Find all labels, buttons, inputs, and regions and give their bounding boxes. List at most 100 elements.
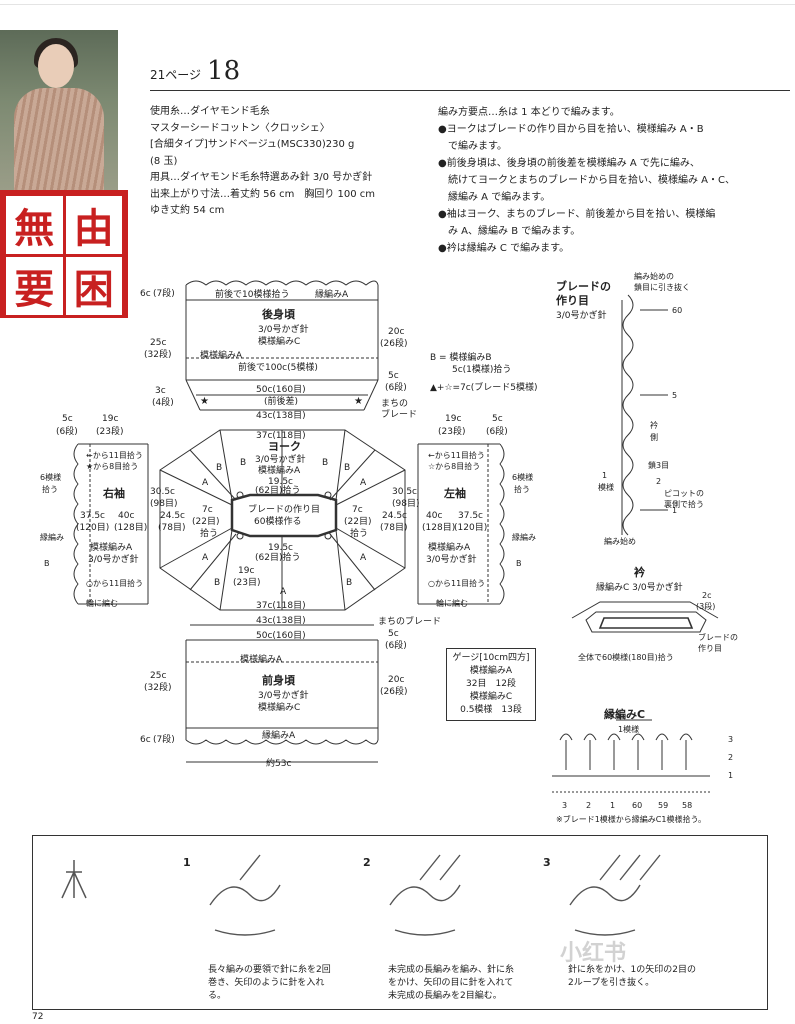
step-text: 針に糸をかけ、1の矢印の2目の2ループを引き抜く。 bbox=[568, 965, 697, 988]
step-text: 長々編みの要領で針に糸を2回巻き、矢印のように針を入れる。 bbox=[208, 965, 331, 1001]
ls-hook: 3/0号かぎ針 bbox=[426, 553, 477, 565]
yoke-letter: A bbox=[202, 478, 209, 488]
braid-title: ブレードの bbox=[556, 279, 611, 293]
yoke-letter: A bbox=[202, 553, 209, 563]
rs-pick: ←から11目拾う bbox=[86, 450, 143, 460]
ls-dim: (98目) bbox=[392, 498, 419, 509]
collar-piece bbox=[571, 601, 719, 633]
back-dim: 3c bbox=[155, 386, 166, 396]
rs-dim: (128目) bbox=[114, 522, 147, 533]
page-ref: 21ページ bbox=[150, 68, 202, 82]
step-text: 未完成の長編みを編み、針に糸をかけ、矢印の目に針を入れて未完成の長編みを2目編む… bbox=[388, 965, 515, 1001]
ls-dim: 5c bbox=[492, 414, 503, 424]
back-dim: 43c(138目) bbox=[256, 410, 306, 421]
edge-c-num: 60 bbox=[632, 801, 642, 810]
rs-title: 右袖 bbox=[102, 486, 125, 500]
front-mod-a: 模様編みA bbox=[240, 653, 283, 665]
back-dim: 5c bbox=[388, 371, 399, 381]
front-dim: 50c(160目) bbox=[256, 630, 306, 641]
edge-c-num: 1 bbox=[610, 801, 615, 810]
rs-dim: 30.5c bbox=[150, 487, 175, 497]
material-line: [合細タイプ]サンドベージュ(MSC330)230 g bbox=[150, 139, 355, 150]
rs-ring: 輪に編む bbox=[86, 598, 118, 608]
rs-pick: ★から8目拾う bbox=[86, 461, 138, 471]
note-line: 続けてヨークとまちのブレードから目を拾い、模様編み A・C、 bbox=[438, 175, 736, 186]
rs-dim: (23段) bbox=[96, 425, 123, 437]
pattern-number: 18 bbox=[207, 56, 241, 86]
yoke-letter: B bbox=[344, 463, 350, 473]
back-braid: ブレード bbox=[381, 408, 417, 420]
back-dim: 25c bbox=[150, 338, 166, 348]
collar-dim: 2c bbox=[702, 591, 712, 600]
collar-dim: (3段) bbox=[696, 601, 715, 611]
yoke-letter: A bbox=[360, 478, 367, 488]
rs-dim: (120目) bbox=[76, 522, 109, 533]
edge-c-num: 59 bbox=[658, 801, 668, 810]
ls-edge: 縁編み bbox=[512, 532, 536, 542]
front-dim: 20c bbox=[388, 675, 404, 685]
header-rule bbox=[150, 90, 790, 91]
material-line: (8 玉) bbox=[150, 155, 178, 167]
braid-count: 60 bbox=[672, 306, 682, 315]
ls-pattern: 模様編みA bbox=[428, 541, 471, 553]
rs-edge: B bbox=[44, 559, 50, 568]
step-number: 2 bbox=[363, 856, 371, 869]
edge-c-row: 1 bbox=[728, 771, 733, 780]
braid-chain-chart bbox=[621, 294, 668, 536]
note-line: 縁編み A で編みます。 bbox=[438, 192, 551, 203]
front-pattern: 模様編みC bbox=[258, 701, 300, 713]
note-line: で編みます。 bbox=[438, 141, 507, 152]
gauge-title: ゲージ[10cm四方] bbox=[452, 653, 530, 663]
back-dim: (32段) bbox=[144, 348, 171, 360]
back-dim: 6c bbox=[140, 289, 151, 299]
rs-pattern: 模様編みA bbox=[90, 541, 133, 553]
back-gusset: まちの bbox=[381, 398, 408, 409]
yoke-dim: (62目)拾う bbox=[255, 551, 300, 563]
material-line: 出来上がり寸法…着丈約 56 cm 胸回り 100 cm bbox=[150, 188, 376, 200]
rs-dim: 19c bbox=[102, 414, 118, 424]
material-line: ゆき丈約 54 cm bbox=[150, 205, 225, 216]
rs-dim: 拾う bbox=[42, 484, 58, 494]
yoke-letter: A bbox=[280, 587, 287, 597]
note-line: み A、縁編み B で編みます。 bbox=[438, 226, 581, 237]
front-dim: 6c bbox=[140, 735, 151, 745]
back-dim: 20c bbox=[388, 327, 404, 337]
collar-title: 衿 bbox=[634, 565, 645, 579]
edge-c-num: 3 bbox=[562, 801, 567, 810]
yoke-letter: B bbox=[346, 578, 352, 588]
braid-note: 編み始めの bbox=[634, 271, 674, 281]
yoke-dim: 19.5c bbox=[268, 477, 293, 487]
edge-c-note: ※ブレード1模様から縁編みC1模様拾う。 bbox=[556, 814, 706, 824]
braid-title: 作り目 bbox=[556, 293, 589, 307]
ls-dim: (120目) bbox=[454, 522, 487, 533]
rs-dim: (98目) bbox=[150, 498, 177, 509]
braid-side: 衿 bbox=[650, 420, 658, 430]
braid-side: 側 bbox=[650, 432, 658, 442]
front-width: 約53c bbox=[266, 757, 291, 769]
braid-picot: 裏側で拾う bbox=[664, 499, 704, 509]
back-edge-a: 縁編みA bbox=[315, 288, 349, 300]
star-mark: ★ bbox=[200, 396, 209, 407]
braid-start: 編み始め bbox=[604, 536, 636, 546]
legend-b: B = 模様編みB bbox=[430, 351, 492, 363]
left-sleeve-piece bbox=[417, 443, 505, 605]
yoke-dim: (22目) bbox=[344, 516, 371, 527]
braid-chain: 鎖3目 bbox=[648, 460, 669, 470]
ls-pick: ←から11目拾う bbox=[428, 450, 485, 460]
ls-dim: (23段) bbox=[438, 425, 465, 437]
yoke-letter: B bbox=[240, 458, 246, 468]
ls-ring: 輪に編む bbox=[436, 598, 468, 608]
materials-block: 使用糸…ダイヤモンド毛糸 マスターシードコットン〈クロッシェ〉 [合細タイプ]サ… bbox=[150, 104, 375, 220]
rs-edge: 縁編み bbox=[40, 532, 64, 542]
step-number: 1 bbox=[183, 856, 191, 869]
back-hook: 3/0号かぎ針 bbox=[258, 323, 309, 335]
photo-garment bbox=[14, 88, 104, 190]
front-dim: 43c(138目) bbox=[256, 615, 306, 626]
yoke-pattern: 模様編みA bbox=[258, 464, 301, 476]
braid-count: 5 bbox=[672, 391, 677, 400]
right-sleeve-piece bbox=[73, 443, 149, 605]
yoke-dim: (22目) bbox=[192, 516, 219, 527]
back-mod-a: 模様編みA bbox=[200, 349, 243, 361]
step-illustrations bbox=[61, 854, 661, 936]
seal-char: 由 bbox=[65, 196, 122, 254]
